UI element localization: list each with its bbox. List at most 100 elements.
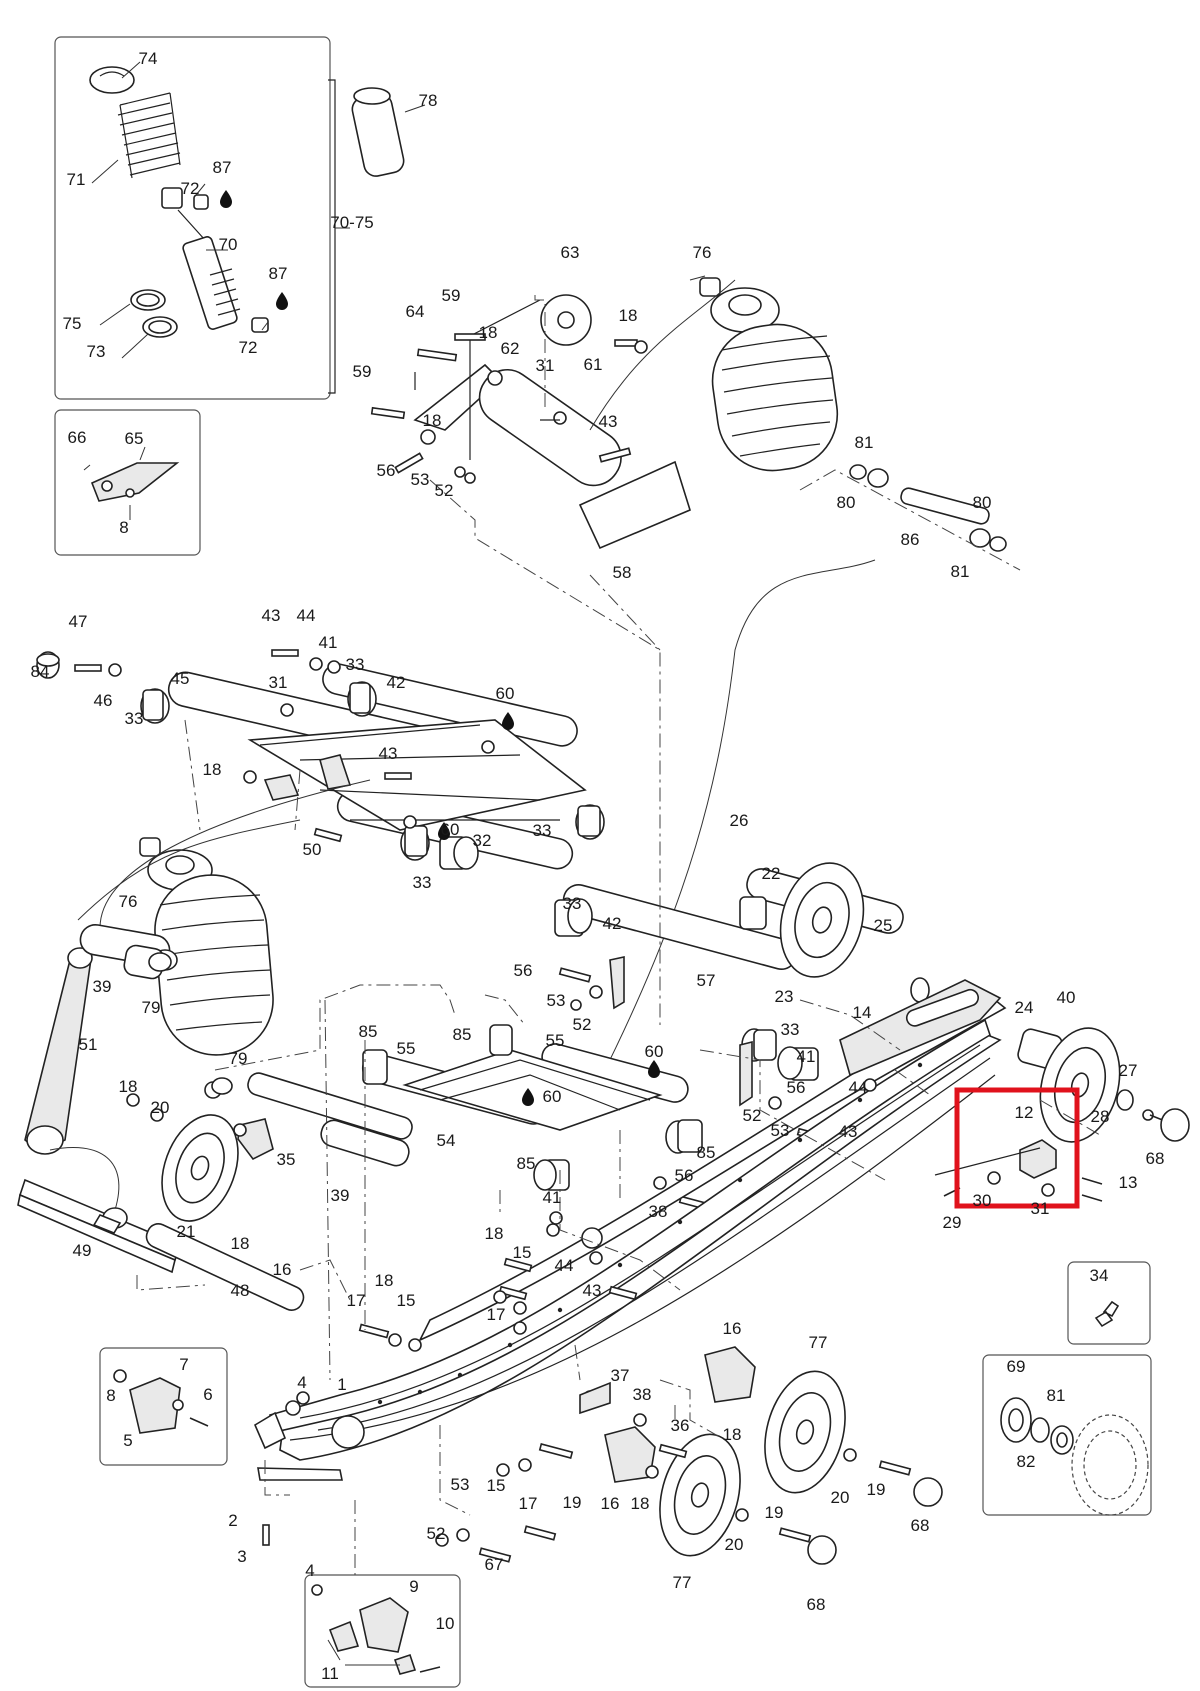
part-callout-47: 47	[69, 612, 88, 631]
part-callout-33: 33	[563, 894, 582, 913]
part-callout-23: 23	[775, 987, 794, 1006]
part-callout-26: 26	[730, 811, 749, 830]
inset-rear-bracket-9	[304, 1574, 461, 1688]
part-callout-73: 73	[87, 342, 106, 361]
lubricant-drop-icon	[276, 292, 288, 310]
part-callout-68: 68	[1146, 1149, 1165, 1168]
inset-grease-fitting-34	[1067, 1261, 1151, 1345]
part-callout-50: 50	[303, 840, 322, 859]
part-callout-78: 78	[419, 91, 438, 110]
part-callout-39: 39	[331, 1186, 350, 1205]
rear-axle-wheel-23	[739, 862, 930, 1003]
part-callout-24: 24	[1015, 998, 1034, 1017]
part-callout-16: 16	[601, 1494, 620, 1513]
inset-shock-assembly	[54, 36, 350, 400]
part-callout-64: 64	[406, 302, 425, 321]
part-callout-6: 6	[203, 1385, 212, 1404]
part-callout-68: 68	[911, 1516, 930, 1535]
part-callout-74: 74	[139, 49, 158, 68]
shock-boot-sleeve	[351, 87, 426, 177]
part-callout-62: 62	[501, 339, 520, 358]
part-callout-68: 68	[807, 1595, 826, 1614]
part-callout-49: 49	[73, 1241, 92, 1260]
part-callout-15: 15	[397, 1291, 416, 1310]
part-callout-58: 58	[613, 563, 632, 582]
part-callout-39: 39	[93, 977, 112, 996]
part-callout-86: 86	[901, 530, 920, 549]
part-callout-41: 41	[543, 1188, 562, 1207]
part-callout-65: 65	[125, 429, 144, 448]
part-callout-5: 5	[123, 1431, 132, 1450]
part-callout-16: 16	[723, 1319, 742, 1338]
part-callout-52: 52	[743, 1106, 762, 1125]
part-callout-85: 85	[697, 1143, 716, 1162]
part-callout-59: 59	[353, 362, 372, 381]
part-callout-76: 76	[693, 243, 712, 262]
part-callout-53: 53	[547, 991, 566, 1010]
part-callout-41: 41	[319, 633, 338, 652]
part-callout-21: 21	[177, 1222, 196, 1241]
part-callout-18: 18	[375, 1271, 394, 1290]
part-callout-81: 81	[855, 433, 874, 452]
part-callout-85: 85	[453, 1025, 472, 1044]
part-callout-55: 55	[546, 1031, 565, 1050]
part-callout-60: 60	[496, 684, 515, 703]
part-callout-18: 18	[203, 760, 222, 779]
part-callout-18: 18	[479, 323, 498, 342]
part-callout-7: 7	[179, 1355, 188, 1374]
front-idler-wheel-21	[126, 1081, 239, 1222]
part-callout-8: 8	[106, 1386, 115, 1405]
inset-idler-wheel-69	[982, 1354, 1152, 1516]
center-wheels-77	[604, 1346, 943, 1565]
part-callout-72: 72	[181, 179, 200, 198]
part-callout-42: 42	[603, 914, 622, 933]
assembly-reference-lines	[136, 295, 1101, 1575]
part-callout-69: 69	[1007, 1357, 1026, 1376]
part-callout-79: 79	[142, 998, 161, 1017]
part-callout-15: 15	[513, 1243, 532, 1262]
part-callout-81: 81	[1047, 1386, 1066, 1405]
part-callout-85: 85	[359, 1022, 378, 1041]
part-callout-66: 66	[68, 428, 87, 447]
part-callout-17: 17	[347, 1291, 366, 1310]
part-callout-42: 42	[387, 673, 406, 692]
part-callout-33: 33	[125, 709, 144, 728]
lower-hardware	[262, 1211, 912, 1563]
part-callout-44: 44	[849, 1078, 868, 1097]
lubricant-drop-icon	[438, 822, 450, 840]
part-callout-35: 35	[277, 1150, 296, 1169]
part-callout-60: 60	[645, 1042, 664, 1061]
part-callout-52: 52	[573, 1015, 592, 1034]
part-callout-80: 80	[973, 493, 992, 512]
front-upper-mount-assembly	[370, 294, 691, 550]
part-callout-38: 38	[633, 1385, 652, 1404]
part-callout-79: 79	[229, 1049, 248, 1068]
part-callout-45: 45	[171, 669, 190, 688]
part-callout-82: 82	[1017, 1452, 1036, 1471]
part-callout-43: 43	[262, 606, 281, 625]
part-callout-12: 12	[1015, 1103, 1034, 1122]
part-callout-77: 77	[673, 1573, 692, 1592]
part-callout-60: 60	[543, 1087, 562, 1106]
part-callout-18: 18	[631, 1494, 650, 1513]
part-callout-8: 8	[119, 518, 128, 537]
part-callout-59: 59	[442, 286, 461, 305]
part-callout-33: 33	[781, 1020, 800, 1039]
part-callout-55: 55	[397, 1039, 416, 1058]
slide-rail-assembly	[253, 979, 1007, 1481]
part-callout-36: 36	[671, 1416, 690, 1435]
part-callout-44: 44	[555, 1256, 574, 1275]
arm-link-51	[24, 923, 178, 1211]
part-callout-51: 51	[79, 1035, 98, 1054]
part-callout-53: 53	[771, 1121, 790, 1140]
part-callout-87: 87	[269, 264, 288, 283]
part-callout-56: 56	[675, 1166, 694, 1185]
part-callout-13: 13	[1119, 1173, 1138, 1192]
pivot-axle-49	[17, 1178, 181, 1274]
part-callout-41: 41	[797, 1047, 816, 1066]
part-callout-30: 30	[973, 1191, 992, 1210]
inset-front-arm-bracket	[99, 1347, 228, 1466]
part-callout-43: 43	[379, 744, 398, 763]
part-callout-18: 18	[231, 1234, 250, 1253]
